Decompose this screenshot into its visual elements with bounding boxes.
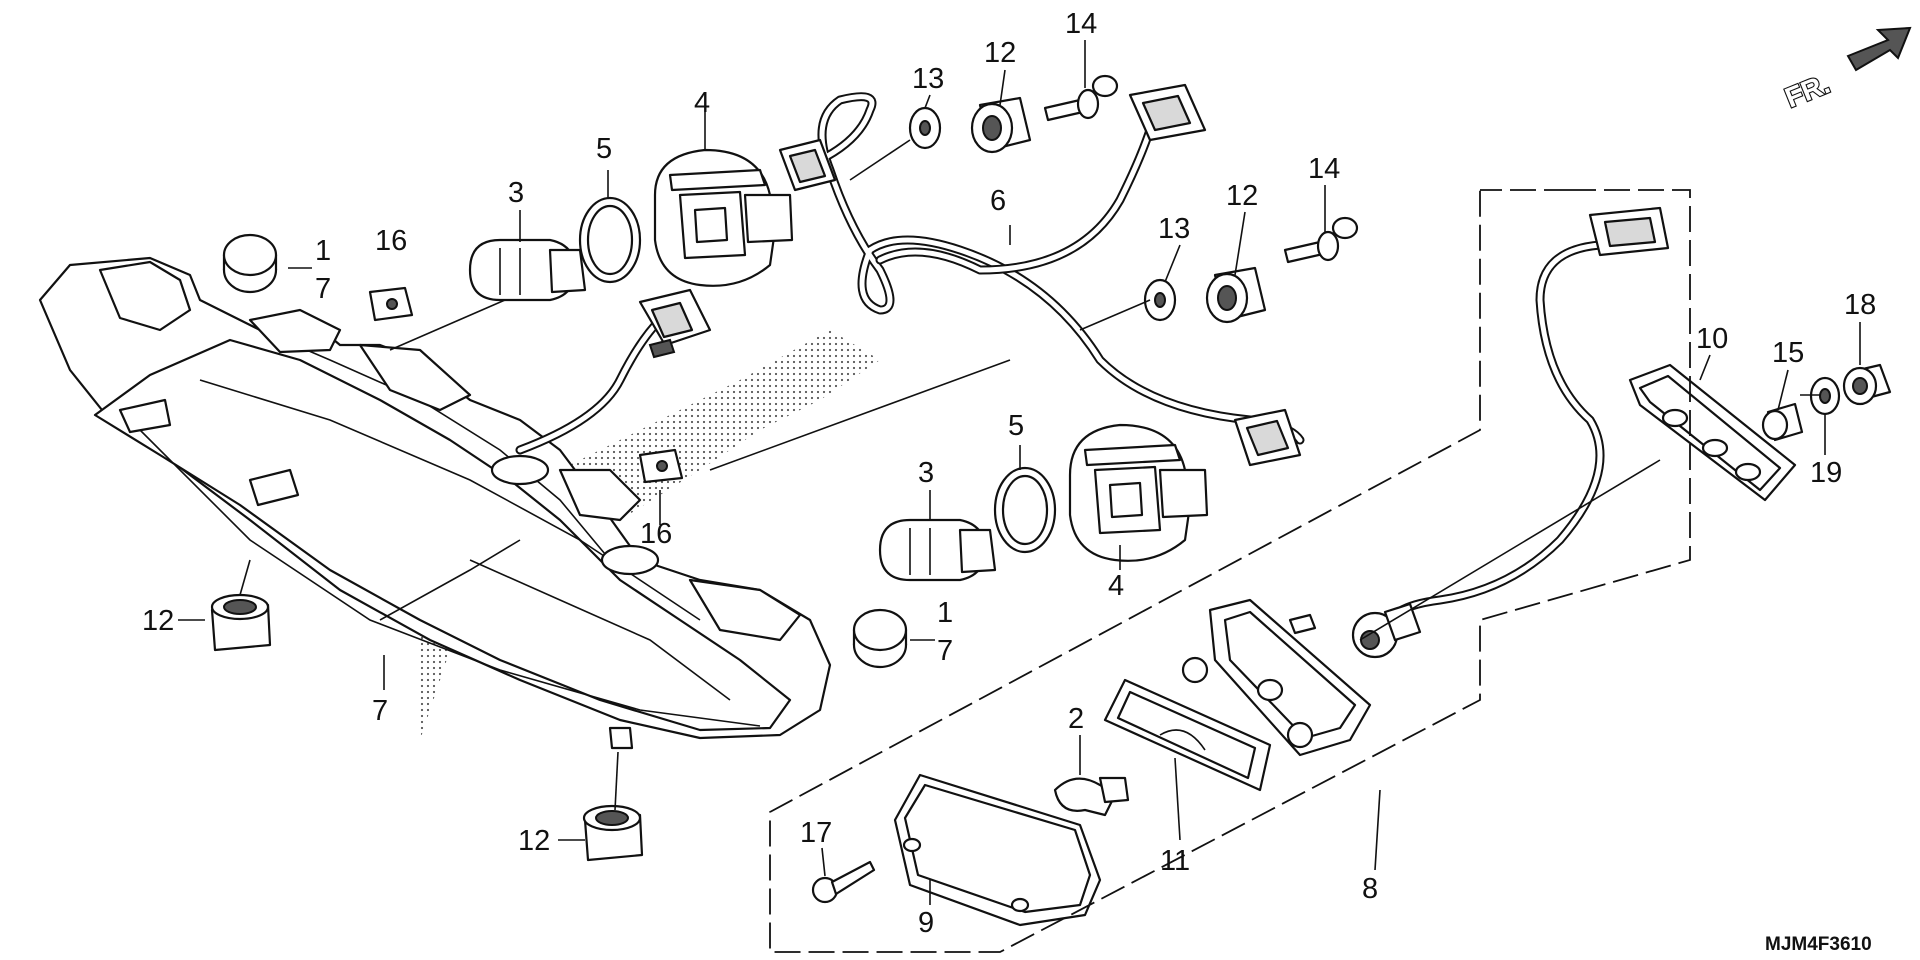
callout-16: 16 [375, 225, 407, 257]
callout-3: 3 [508, 177, 524, 209]
part-3-bulb-lower [878, 518, 997, 582]
license-light-harness [1351, 206, 1670, 659]
part-13-washer-upper [908, 106, 942, 150]
callout-12: 12 [984, 37, 1016, 69]
callout-4: 4 [1108, 570, 1124, 602]
part-5-oring-lower [993, 466, 1057, 554]
callout-12: 12 [518, 825, 550, 857]
callout-1: 1 [937, 597, 953, 629]
part-18-nut [1842, 363, 1892, 406]
callout-1: 1 [315, 235, 331, 267]
part-1-grommet-lower [852, 608, 908, 669]
tail-light-assembly [38, 256, 880, 750]
front-direction-label: FR. [1781, 68, 1834, 114]
diagram-code: MJM4F3610 [1765, 934, 1872, 955]
callout-8: 8 [1362, 873, 1378, 905]
callout-7: 7 [315, 273, 331, 305]
part-15-collar [1761, 402, 1804, 442]
callout-7: 7 [937, 635, 953, 667]
callout-10: 10 [1696, 323, 1728, 355]
leader-lines [178, 40, 1861, 905]
harness-connector-left [638, 288, 712, 359]
part-3-bulb-upper [468, 238, 587, 302]
callout-3: 3 [918, 457, 934, 489]
part-12-grommet-lower [1205, 266, 1267, 324]
part-10-plate [1628, 363, 1797, 502]
callout-16: 16 [640, 518, 672, 550]
callout-12: 12 [142, 605, 174, 637]
callout-13: 13 [1158, 213, 1190, 245]
part-12-grommet-housing-left [210, 593, 272, 652]
callout-14: 14 [1308, 153, 1340, 185]
part-9-lens [893, 773, 1102, 927]
callout-6: 6 [990, 185, 1006, 217]
callout-14: 14 [1065, 8, 1097, 40]
callout-5: 5 [1008, 410, 1024, 442]
callout-12: 12 [1226, 180, 1258, 212]
callout-7: 7 [372, 695, 388, 727]
part-2-bulb [1053, 776, 1130, 817]
callout-18: 18 [1844, 289, 1876, 321]
part-19-washer [1809, 376, 1841, 416]
part-4-socket-lower [1068, 423, 1209, 562]
part-5-oring-upper [578, 196, 642, 284]
callout-15: 15 [1772, 337, 1804, 369]
part-6-wire-harness [778, 83, 1305, 467]
part-12-grommet-housing-bottom [582, 804, 644, 862]
callout-19: 19 [1810, 457, 1842, 489]
part-13-washer-lower [1143, 278, 1177, 322]
part-12-grommet-upper [970, 96, 1032, 154]
part-17-screw [811, 860, 876, 904]
callout-17: 17 [800, 817, 832, 849]
license-light-group-boundary [769, 189, 1691, 953]
license-light-base [1181, 598, 1372, 757]
callout-9: 9 [918, 907, 934, 939]
callout-2: 2 [1068, 703, 1084, 735]
part-16-clip-lower [638, 448, 684, 484]
callout-11: 11 [1160, 845, 1190, 877]
part-11-gasket [1103, 678, 1272, 792]
part-14-screw-upper [1043, 74, 1119, 122]
part-14-screw-lower [1283, 216, 1359, 264]
callout-5: 5 [596, 133, 612, 165]
front-direction-arrow: FR. [1780, 26, 1912, 115]
part-16-clip-upper [368, 286, 414, 322]
part-4-socket-upper [653, 148, 794, 287]
callout-4: 4 [694, 87, 710, 119]
part-1-grommet-upper [222, 233, 278, 294]
callout-13: 13 [912, 63, 944, 95]
callout-labels: 1 7 16 3 5 4 13 12 14 6 13 12 14 5 3 4 1… [142, 8, 1876, 939]
